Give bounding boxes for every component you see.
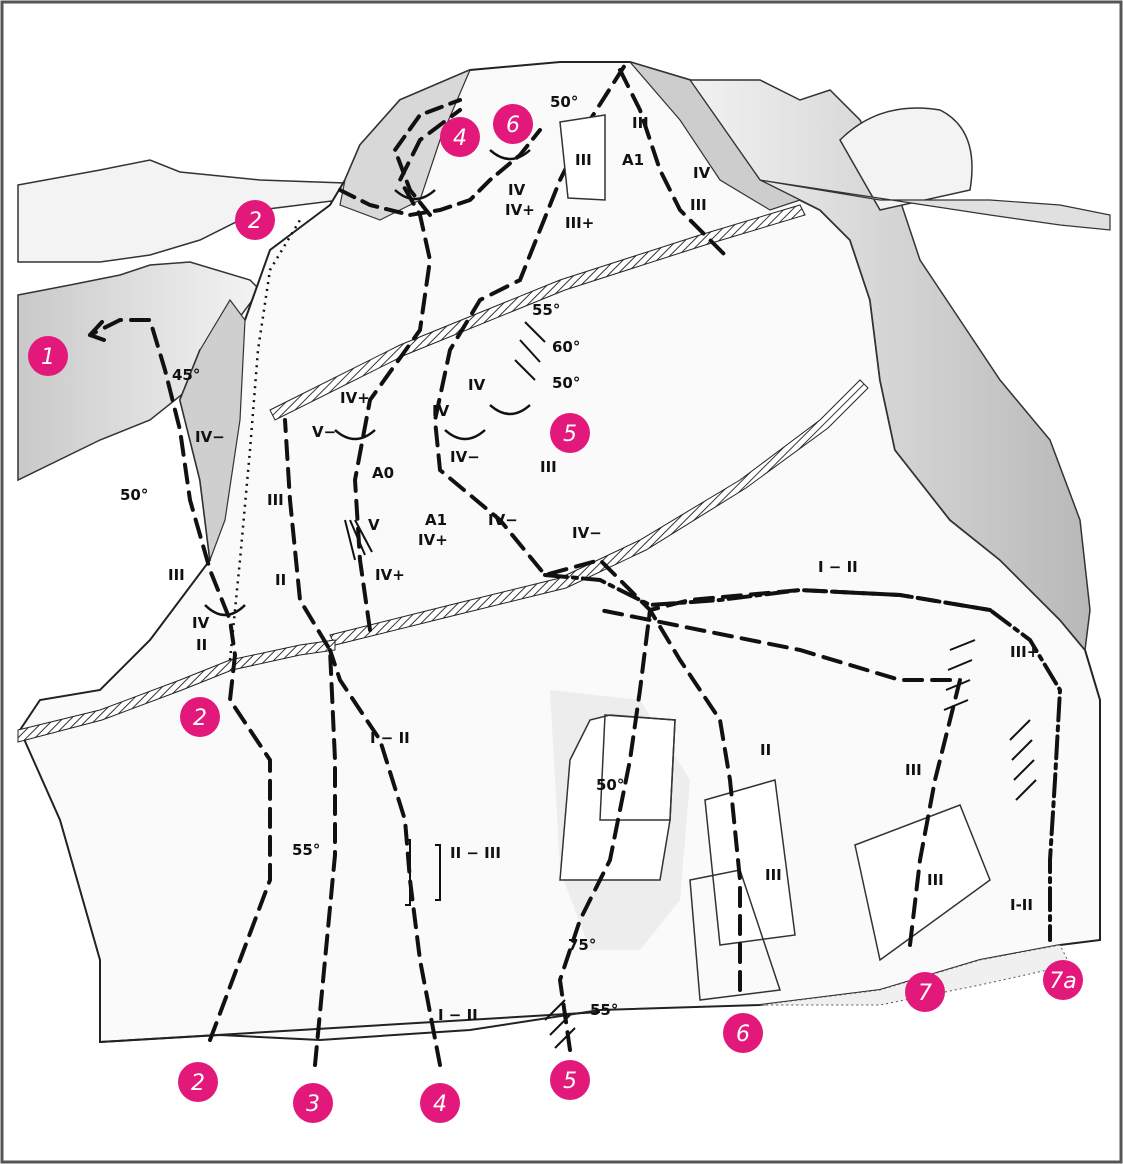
grade-left-iv-minus: IV− (195, 428, 225, 446)
marker-2-base: 2 (178, 1062, 218, 1102)
grade-traverse-i-ii: I − II (818, 558, 858, 576)
grade-r7a-i-ii: I-II (1010, 896, 1033, 914)
grade-lower-55: 55° (292, 841, 320, 859)
marker-4-summit-label: 4 (453, 126, 467, 151)
marker-4-base-label: 4 (433, 1092, 447, 1117)
grade-r7-iii-b: III (927, 871, 944, 889)
marker-2-base-label: 2 (191, 1071, 205, 1096)
grade-r4-iv-plus-b: IV+ (375, 566, 405, 584)
marker-5-base: 5 (550, 1060, 590, 1100)
grade-mid-50: 50° (552, 374, 580, 392)
grade-lower-i-ii: I − II (370, 729, 410, 747)
grade-r5-iv: IV (432, 402, 450, 420)
marker-2-upper: 2 (235, 200, 275, 240)
marker-7-base-label: 7 (918, 981, 932, 1006)
marker-3-base: 3 (293, 1083, 333, 1123)
marker-2-middle-label: 2 (193, 706, 207, 731)
marker-1-top-left: 1 (28, 336, 68, 376)
grade-top-a1: A1 (622, 151, 644, 169)
marker-6-summit: 6 (493, 104, 533, 144)
grade-r5-iii: III (540, 458, 557, 476)
grade-r4-a0: A0 (372, 464, 394, 482)
grade-top-iii-plus: III+ (565, 214, 594, 232)
grade-r6-iii: III (765, 866, 782, 884)
grade-r5-75: 75° (568, 936, 596, 954)
grade-mid-60: 60° (552, 338, 580, 356)
grade-mid-55: 55° (532, 301, 560, 319)
grade-r5-iv-minus: IV− (450, 448, 480, 466)
marker-3-base-label: 3 (306, 1092, 320, 1117)
marker-7-base: 7 (905, 972, 945, 1012)
grade-top-iv-plus: IV+ (505, 201, 535, 219)
grade-r4-v: V (368, 516, 380, 534)
grade-top-iii-b: III (575, 151, 592, 169)
marker-6-base-label: 6 (736, 1022, 750, 1047)
grade-slab-50: 50° (596, 776, 624, 794)
grade-lower-i-ii-b: I − II (438, 1006, 478, 1024)
grade-left-iv: IV (192, 614, 210, 632)
grade-r5-a1: A1 (425, 511, 447, 529)
marker-5-middle-label: 5 (563, 422, 577, 447)
grade-lower-ii-iii: II − III (450, 844, 501, 862)
grade-r6-ii: II (760, 741, 771, 759)
grade-top-iii-c: III (690, 196, 707, 214)
grade-r5-iv-minus-c: IV− (572, 524, 602, 542)
grade-mid-iv: IV (468, 376, 486, 394)
marker-6-base: 6 (723, 1013, 763, 1053)
marker-7a-base: 7a (1043, 960, 1083, 1000)
grade-left-45: 45° (172, 366, 200, 384)
grade-top-50: 50° (550, 93, 578, 111)
marker-1-top-left-label: 1 (41, 345, 55, 370)
grade-r7-iii-a: III (905, 761, 922, 779)
grade-top-iv-a: IV (508, 181, 526, 199)
grade-col-iii: III (267, 491, 284, 509)
grade-left-iii: III (168, 566, 185, 584)
marker-7a-base-label: 7a (1049, 969, 1076, 994)
marker-5-base-label: 5 (563, 1069, 577, 1094)
grade-r4-iv-plus: IV+ (340, 389, 370, 407)
grade-r5-iv-minus-b: IV− (488, 511, 518, 529)
marker-4-summit: 4 (440, 117, 480, 157)
grade-r7-iii-plus: III+ (1010, 643, 1039, 661)
grade-r5-iv-plus: IV+ (418, 531, 448, 549)
grade-left-50: 50° (120, 486, 148, 504)
grade-col-ii: II (275, 571, 286, 589)
marker-5-middle: 5 (550, 413, 590, 453)
grade-left-ii: II (196, 636, 207, 654)
marker-6-summit-label: 6 (506, 113, 520, 138)
marker-2-upper-label: 2 (248, 209, 262, 234)
grade-top-iii-a: III (632, 114, 649, 132)
grade-r4-v-minus: V− (312, 423, 336, 441)
grade-r5-55: 55° (590, 1001, 618, 1019)
marker-4-base: 4 (420, 1083, 460, 1123)
grade-top-iv-b: IV (693, 164, 711, 182)
marker-2-middle: 2 (180, 697, 220, 737)
